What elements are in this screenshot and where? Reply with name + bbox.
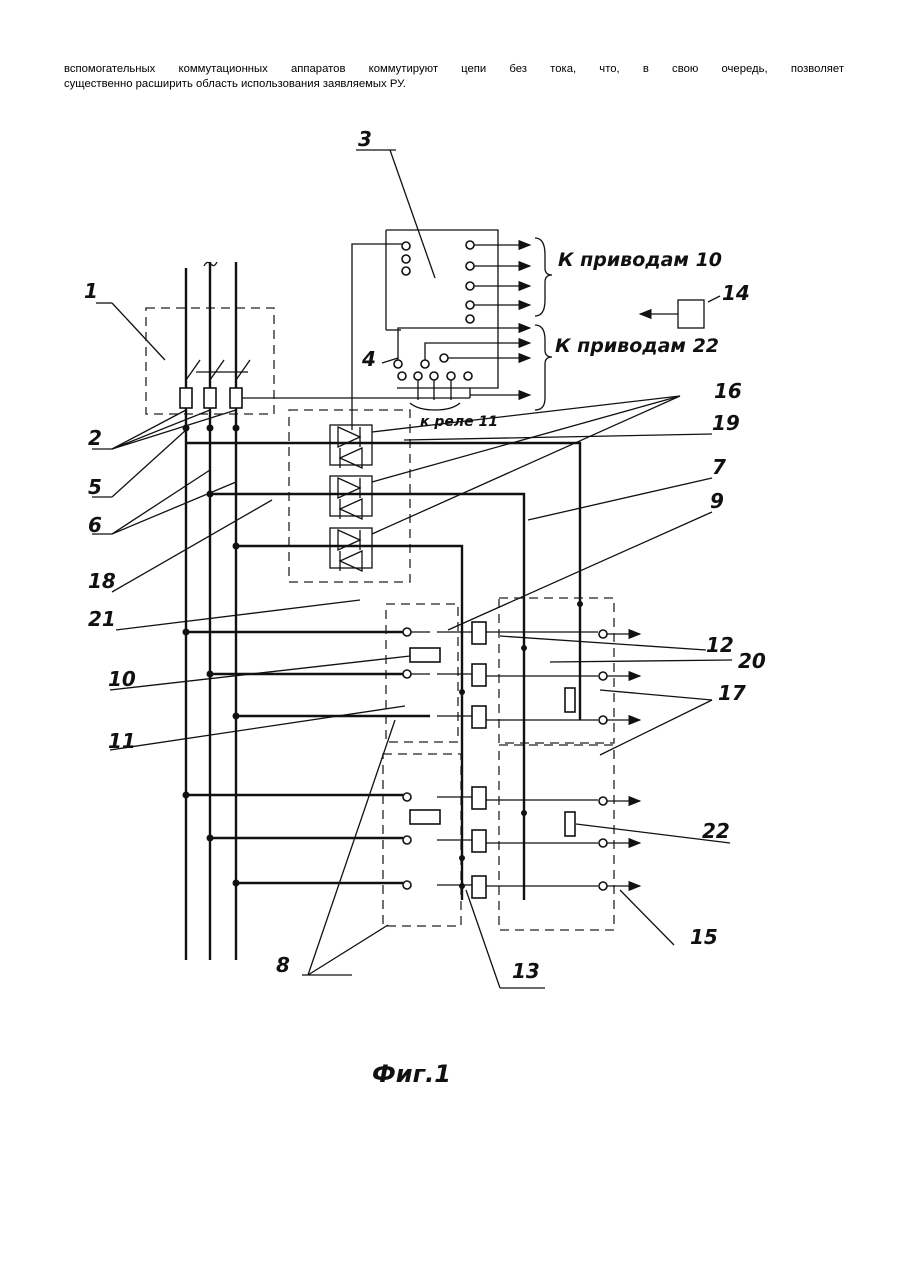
label-21: 21 [88, 607, 116, 631]
label-20: 20 [738, 649, 766, 673]
branch-c [236, 546, 462, 900]
block-3-frame [386, 230, 498, 388]
thyristor-pair-3 [330, 528, 372, 571]
label-17: 17 [718, 681, 746, 705]
bracket-drives-22 [535, 325, 552, 410]
thyristor-pair-1 [330, 425, 372, 468]
label-18: 18 [88, 569, 116, 593]
label-3: 3 [358, 127, 372, 151]
label-5: 5 [88, 475, 102, 499]
label-2: 2 [88, 426, 102, 450]
label-14: 14 [722, 281, 750, 305]
leader-lines [92, 150, 732, 988]
label-4: 4 [361, 347, 376, 371]
label-6: 6 [88, 513, 102, 537]
sensor-2b [204, 388, 216, 408]
block-17 [499, 598, 614, 743]
label-8: 8 [276, 953, 290, 977]
label-9: 9 [710, 489, 724, 513]
label-13: 13 [512, 959, 540, 983]
relay-terminals [398, 372, 472, 410]
block-14 [678, 300, 704, 328]
label-drives-10: К приводам 10 [558, 249, 722, 271]
label-7: 7 [712, 455, 726, 479]
label-relay-11: к реле 11 [420, 414, 498, 430]
feeder-group-2 [183, 787, 641, 898]
label-drives-22: К приводам 22 [555, 335, 719, 357]
sensor-2a [180, 388, 192, 408]
label-11: 11 [108, 729, 136, 753]
label-19: 19 [712, 411, 740, 435]
label-1: 1 [84, 279, 98, 303]
label-15: 15 [690, 925, 718, 949]
thyristor-pair-2 [330, 476, 372, 519]
sensor-2c [230, 388, 242, 408]
interlock-10 [410, 648, 440, 662]
figure-caption: Фиг.1 [372, 1060, 451, 1088]
bracket-drives-10 [535, 238, 552, 316]
label-22: 22 [702, 819, 730, 843]
feeder-group-1 [183, 622, 641, 728]
block-22 [499, 745, 614, 930]
label-10: 10 [108, 667, 136, 691]
label-12: 12 [706, 633, 734, 657]
label-16: 16 [714, 379, 742, 403]
